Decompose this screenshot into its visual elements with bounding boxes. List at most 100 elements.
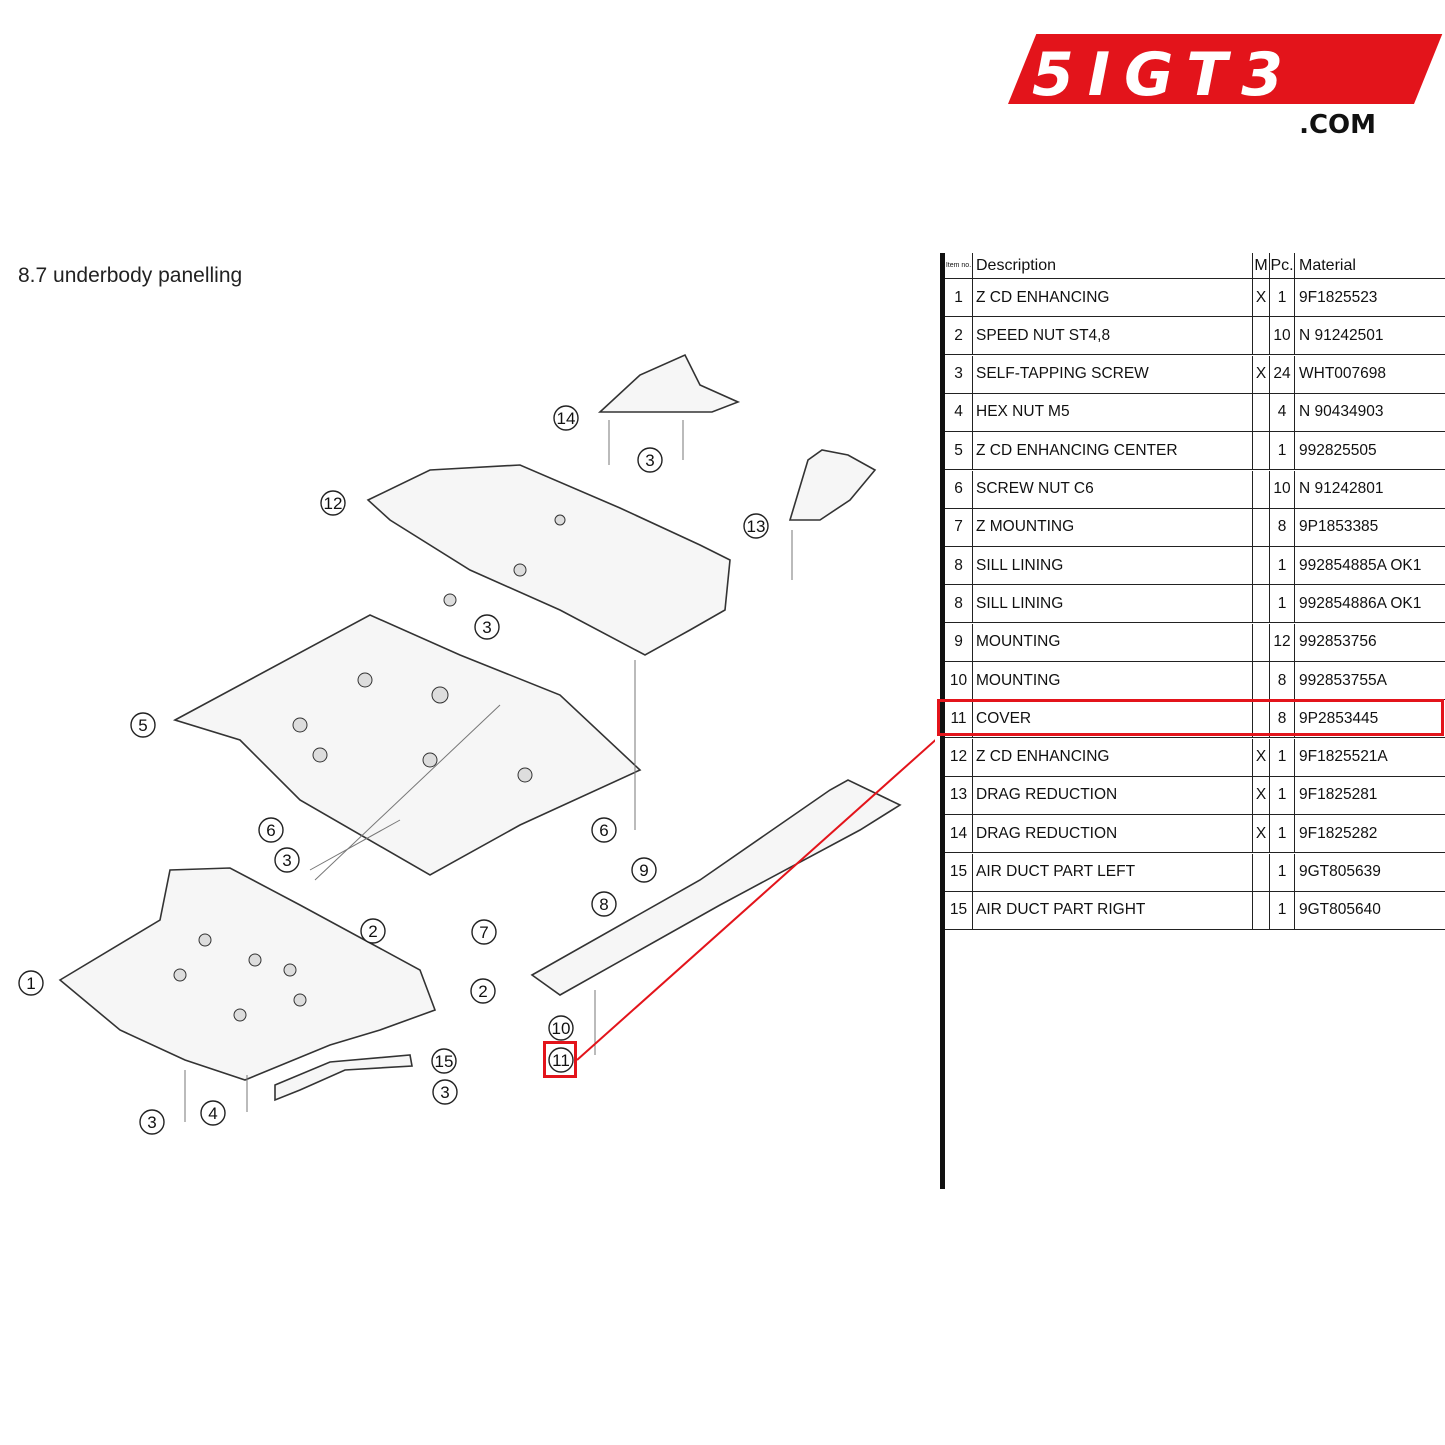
cell-item: 13 xyxy=(945,776,973,814)
callout-label: 3 xyxy=(147,1113,156,1132)
cell-m xyxy=(1253,662,1270,699)
callout-label: 13 xyxy=(747,517,766,536)
callout-3c xyxy=(274,847,300,873)
callout-3e xyxy=(139,1109,165,1135)
cell-pc: 1 xyxy=(1270,815,1295,853)
cell-m xyxy=(1253,317,1270,355)
callout-label: 10 xyxy=(552,1019,571,1038)
cell-material: 9GT805639 xyxy=(1299,863,1381,880)
callout-4 xyxy=(200,1100,226,1126)
callout-label: 14 xyxy=(557,409,576,428)
cell-m xyxy=(1253,470,1270,508)
cell-description: Z CD ENHANCING xyxy=(973,279,1253,316)
cell-pc: 10 xyxy=(1270,317,1295,355)
callout-label: 1 xyxy=(26,974,35,993)
cell-item: 14 xyxy=(945,815,973,853)
section-title: 8.7 underbody panelling xyxy=(18,264,243,287)
callout-7 xyxy=(471,919,497,945)
callout-12 xyxy=(320,490,346,516)
highlighted-row-11 xyxy=(937,699,1444,736)
callout-label: 9 xyxy=(639,861,648,880)
cell-description: Z CD ENHANCING xyxy=(973,738,1253,776)
cell-material: 9P1853385 xyxy=(1299,518,1379,536)
cell-m xyxy=(1253,585,1270,623)
cell-pc: 1 xyxy=(1270,432,1295,470)
cell-description: Z CD ENHANCING CENTER xyxy=(973,432,1253,470)
cell-item: 11 xyxy=(945,700,973,738)
cell-item: 4 xyxy=(945,393,973,431)
callout-label: 15 xyxy=(435,1052,454,1071)
callout-label: 2 xyxy=(368,922,377,941)
cell-m xyxy=(1253,508,1270,546)
cell-pc: 1 xyxy=(1270,585,1295,623)
cell-description: DRAG REDUCTION xyxy=(973,776,1253,814)
table-header: Item no. Description M Pc. Material xyxy=(945,253,1445,279)
cell-item: 3 xyxy=(945,355,973,393)
cell-pc: 8 xyxy=(1270,700,1295,738)
part-8-sill-lining xyxy=(530,779,902,996)
callout-label: 12 xyxy=(324,494,343,513)
cell-material: 992853756 xyxy=(1299,633,1377,651)
cell-item: 7 xyxy=(945,508,973,546)
cell-item: 15 xyxy=(945,891,973,929)
cell-pc: 1 xyxy=(1270,891,1295,929)
logo-domain: .COM xyxy=(1299,110,1376,140)
cell-item: 12 xyxy=(945,738,973,776)
callout-label: 2 xyxy=(478,982,487,1001)
cell-description: DRAG REDUCTION xyxy=(973,815,1253,853)
callout-label: 6 xyxy=(266,821,275,840)
cell-m: X xyxy=(1253,815,1270,853)
callout-label: 8 xyxy=(599,895,608,914)
callout-label: 3 xyxy=(645,451,654,470)
header-pc: Pc. xyxy=(1270,253,1295,278)
site-logo[interactable]: 5IGT3 .COM xyxy=(1008,34,1443,140)
callout-label: 4 xyxy=(208,1104,217,1123)
cell-item: 1 xyxy=(945,279,973,316)
cell-material: N 90434903 xyxy=(1299,403,1384,421)
cell-description: SCREW NUT C6 xyxy=(973,470,1253,508)
cell-pc: 1 xyxy=(1270,853,1295,891)
cell-pc: 24 xyxy=(1270,355,1295,393)
cell-pc: 1 xyxy=(1270,738,1295,776)
callout-3d xyxy=(432,1079,458,1105)
cell-m xyxy=(1253,700,1270,738)
callout-9 xyxy=(631,857,657,883)
cell-pc: 8 xyxy=(1270,508,1295,546)
callout-14 xyxy=(553,405,579,431)
callout-10 xyxy=(548,1015,574,1041)
cell-description: SILL LINING xyxy=(973,585,1253,623)
cell-description: MOUNTING xyxy=(973,623,1253,661)
callout-3b xyxy=(474,614,500,640)
cell-description: SILL LINING xyxy=(973,547,1253,585)
highlight-leader-line xyxy=(576,739,935,1061)
callout-label: 3 xyxy=(282,851,291,870)
cell-item: 5 xyxy=(945,432,973,470)
cell-material: 9P2853445 xyxy=(1299,709,1379,727)
cell-material: 9F1825282 xyxy=(1299,824,1378,842)
cell-item: 8 xyxy=(945,547,973,585)
cell-description: AIR DUCT PART RIGHT xyxy=(973,891,1253,929)
cell-item: 15 xyxy=(945,853,973,891)
callout-11-highlight xyxy=(543,1041,577,1078)
cell-material: 992825505 xyxy=(1299,441,1377,459)
callout-5 xyxy=(130,712,156,738)
cell-m: X xyxy=(1253,738,1270,776)
cell-pc: 8 xyxy=(1270,662,1295,699)
